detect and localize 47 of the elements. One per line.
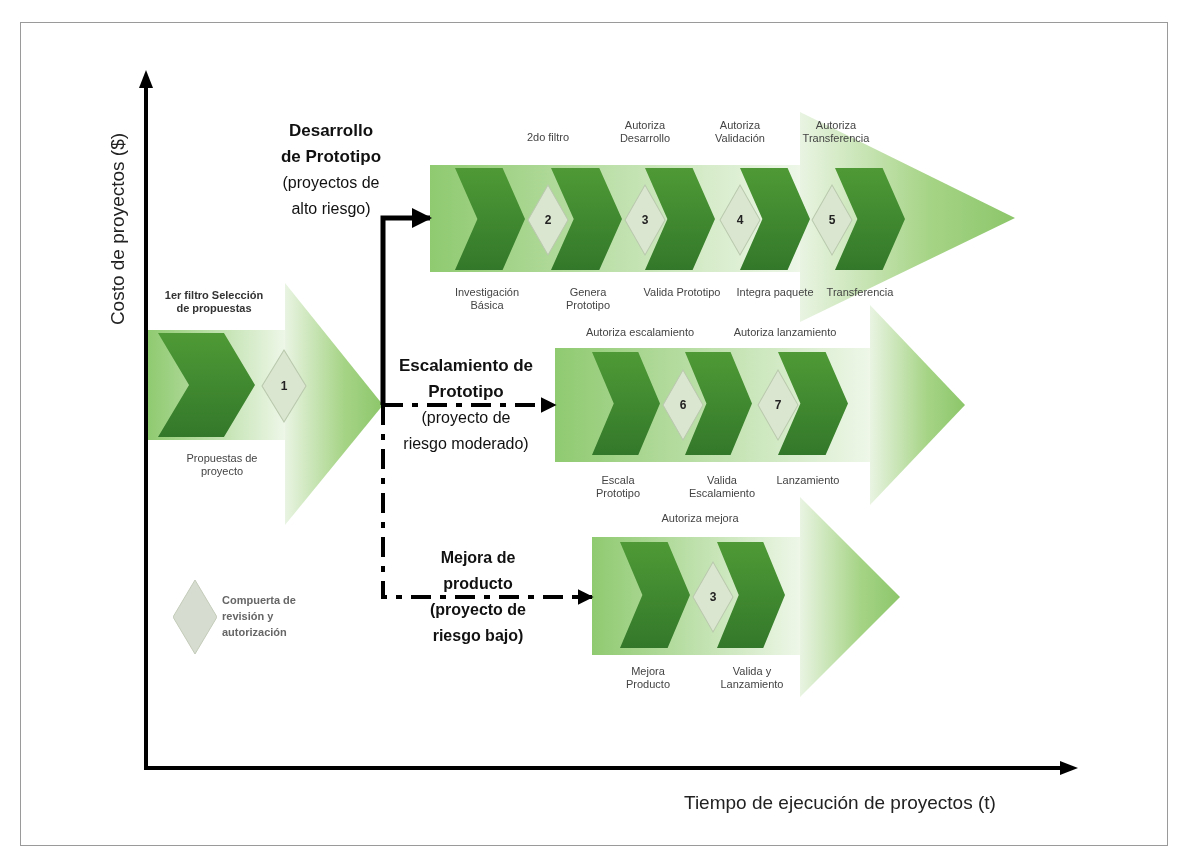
gate-diamond: 6 <box>663 370 703 440</box>
gate-diamond: 3 <box>625 185 665 255</box>
stage-label: Valida Escalamiento <box>687 474 756 500</box>
axis-label: Costo de proyectos ($) <box>107 131 129 328</box>
gate-diamond: 1 <box>262 350 306 422</box>
stage-label: Lanzamiento <box>775 474 841 487</box>
gate-label: Autoriza Transferencia <box>801 119 871 145</box>
gate-diamond: 3 <box>693 562 733 632</box>
chevron-shape <box>620 542 690 648</box>
stage-label: Integra paquete <box>735 286 815 299</box>
filter-label: 1er filtro Selección de propuestas <box>164 289 264 315</box>
stage-label: Escala Prototipo <box>595 474 641 500</box>
stage-label: Transferencia <box>825 286 895 299</box>
axis-label: Tiempo de ejecución de proyectos (t) <box>684 792 996 814</box>
chevron-shape <box>835 168 905 270</box>
gate-label: Autoriza Desarrollo <box>618 119 672 145</box>
chevron-shape <box>592 352 660 455</box>
legend-text: Compuerta de revisión y autorización <box>222 593 297 640</box>
gate-diamond: 7 <box>758 370 798 440</box>
stage-label: Genera Prototipo <box>565 286 611 312</box>
arrow <box>381 405 594 605</box>
gate-label: Autoriza escalamiento <box>584 326 696 339</box>
chevron-shape <box>685 352 752 455</box>
gate-label: Autoriza lanzamiento <box>732 326 838 339</box>
stage-label: Investigación Básica <box>453 286 521 312</box>
edge-label: Mejora de producto (proyecto de riesgo bajo) <box>429 548 527 646</box>
gate-label: Autoriza mejora <box>660 512 740 525</box>
stage-label: Valida Prototipo <box>642 286 722 299</box>
arrow <box>380 208 432 405</box>
arrow-band <box>148 283 383 525</box>
stage-label: Propuestas de proyecto <box>185 452 259 478</box>
chevron-shape <box>717 542 785 648</box>
gate-label: 2do filtro <box>525 131 571 144</box>
gate-label: Autoriza Validación <box>714 119 766 145</box>
gate-diamond: 2 <box>528 185 568 255</box>
gate-diamond: 5 <box>812 185 852 255</box>
stage-label: Mejora Producto <box>625 665 671 691</box>
edge-label: Escalamiento de Prototipo (proyecto de riesgo moderado) <box>398 355 534 454</box>
arrow-band <box>592 497 900 697</box>
gate-diamond: 4 <box>720 185 760 255</box>
chevron-shape <box>551 168 622 270</box>
arrow <box>383 397 557 413</box>
edge-label: Desarrollo de Prototipo (proyectos de alto riesgo) <box>279 120 383 219</box>
arrow-band <box>430 112 1015 322</box>
chevron-shape <box>455 168 525 270</box>
chevron-shape <box>158 333 255 437</box>
stage-label: Valida y Lanzamiento <box>719 665 785 691</box>
